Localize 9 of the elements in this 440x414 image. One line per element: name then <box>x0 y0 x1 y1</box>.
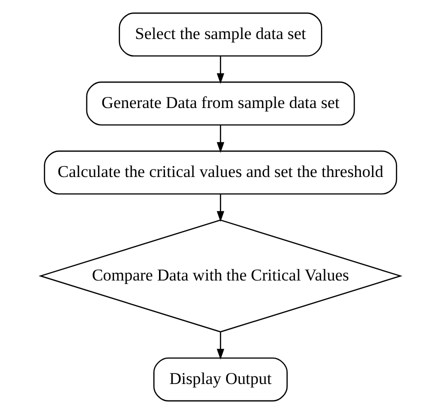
node-diamond: Compare Data with the Critical Values <box>38 219 402 332</box>
arrow <box>216 125 224 153</box>
node-box: Calculate the critical values and set the threshold <box>43 150 397 195</box>
node-box: Select the sample data set <box>118 12 322 57</box>
arrow <box>216 194 224 222</box>
node-box: Display Output <box>152 357 288 402</box>
arrow <box>216 56 224 84</box>
arrow <box>216 332 224 360</box>
node-box: Generate Data from sample data set <box>86 82 354 126</box>
